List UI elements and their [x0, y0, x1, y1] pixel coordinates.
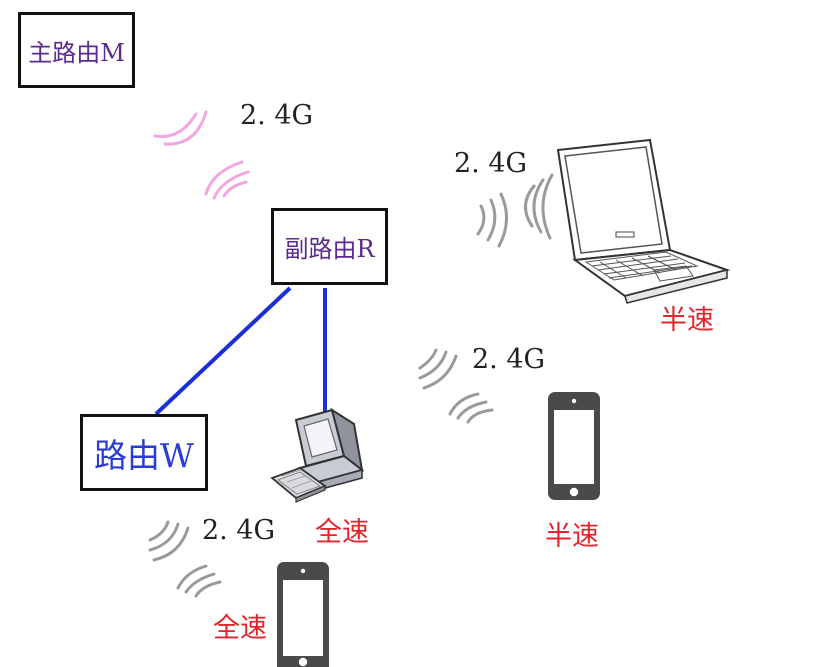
wifi-waves-phone-right: [418, 348, 494, 424]
wifi-waves-main: [153, 110, 250, 200]
laptop-icon: [556, 138, 731, 304]
main-router-node: 主路由M: [18, 12, 135, 88]
sub-router-label: 副路由R: [284, 235, 375, 263]
wire-sub-to-w: [154, 286, 292, 416]
wifi-waves-laptop: [476, 173, 554, 248]
router-w-label: 路由W: [94, 435, 194, 475]
phone-bottom-icon: [277, 562, 329, 667]
phone-right-icon: [548, 392, 600, 500]
desktop-computer-icon: [270, 407, 365, 503]
speed-label-phone-bottom: 全速: [213, 613, 267, 644]
sub-router-node: 副路由R: [271, 208, 388, 285]
speed-label-desktop: 全速: [315, 517, 369, 548]
band-label-phone-right: 2. 4G: [472, 344, 546, 375]
band-label-phone-bottom: 2. 4G: [202, 515, 276, 546]
speed-label-laptop: 半速: [660, 305, 714, 336]
router-w-node: 路由W: [80, 414, 208, 491]
main-router-label: 主路由M: [28, 38, 125, 67]
speed-label-phone-right: 半速: [545, 521, 599, 552]
wifi-waves-phone-bottom: [148, 520, 222, 598]
band-label-main: 2. 4G: [240, 100, 314, 131]
band-label-laptop: 2. 4G: [454, 148, 528, 179]
